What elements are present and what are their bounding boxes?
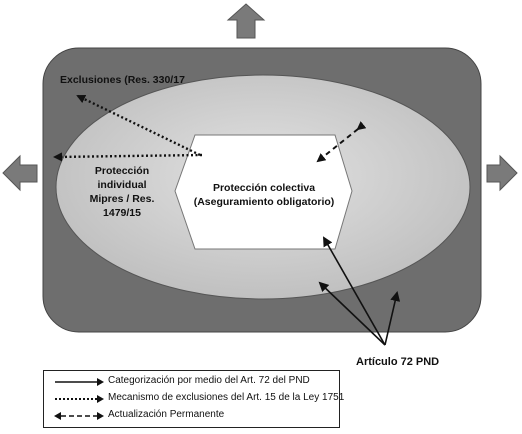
up-arrow-icon — [226, 3, 266, 39]
right-arrow-icon — [486, 154, 518, 192]
exclusion-dotted-arrow-left — [53, 152, 203, 162]
dotted-arrow-icon — [55, 395, 104, 403]
solid-arrow-icon — [55, 378, 104, 386]
exclusion-dotted-arrow-upper — [76, 94, 201, 157]
individual-protection-label: Protección individual Mipres / Res. 1479… — [89, 165, 155, 219]
article-arrow-to-ellipse — [318, 281, 386, 346]
legend-label-dotted: Mecanismo de exclusiones del Art. 15 de … — [108, 392, 345, 403]
article-arrow-to-hexagon — [323, 236, 386, 346]
legend-label-dashed: Actualización Permanente — [108, 409, 225, 420]
legend: Categorización por medio del Art. 72 del… — [43, 370, 344, 428]
article-72-label: Artículo 72 PND — [356, 356, 440, 368]
legend-item-dotted: Mecanismo de exclusiones del Art. 15 de … — [44, 391, 344, 407]
collective-protection-label: Protección colectiva (Aseguramiento obli… — [193, 182, 335, 208]
exclusions-label: Exclusiones (Res. 330/17 — [60, 74, 185, 86]
legend-item-dashed: Actualización Permanente — [44, 408, 339, 424]
article-arrow-to-outer — [384, 291, 401, 346]
left-arrow-icon — [2, 154, 38, 192]
legend-label-solid: Categorización por medio del Art. 72 del… — [108, 375, 310, 386]
dashed-arrow-icon — [54, 412, 104, 420]
legend-item-solid: Categorización por medio del Art. 72 del… — [44, 374, 339, 390]
